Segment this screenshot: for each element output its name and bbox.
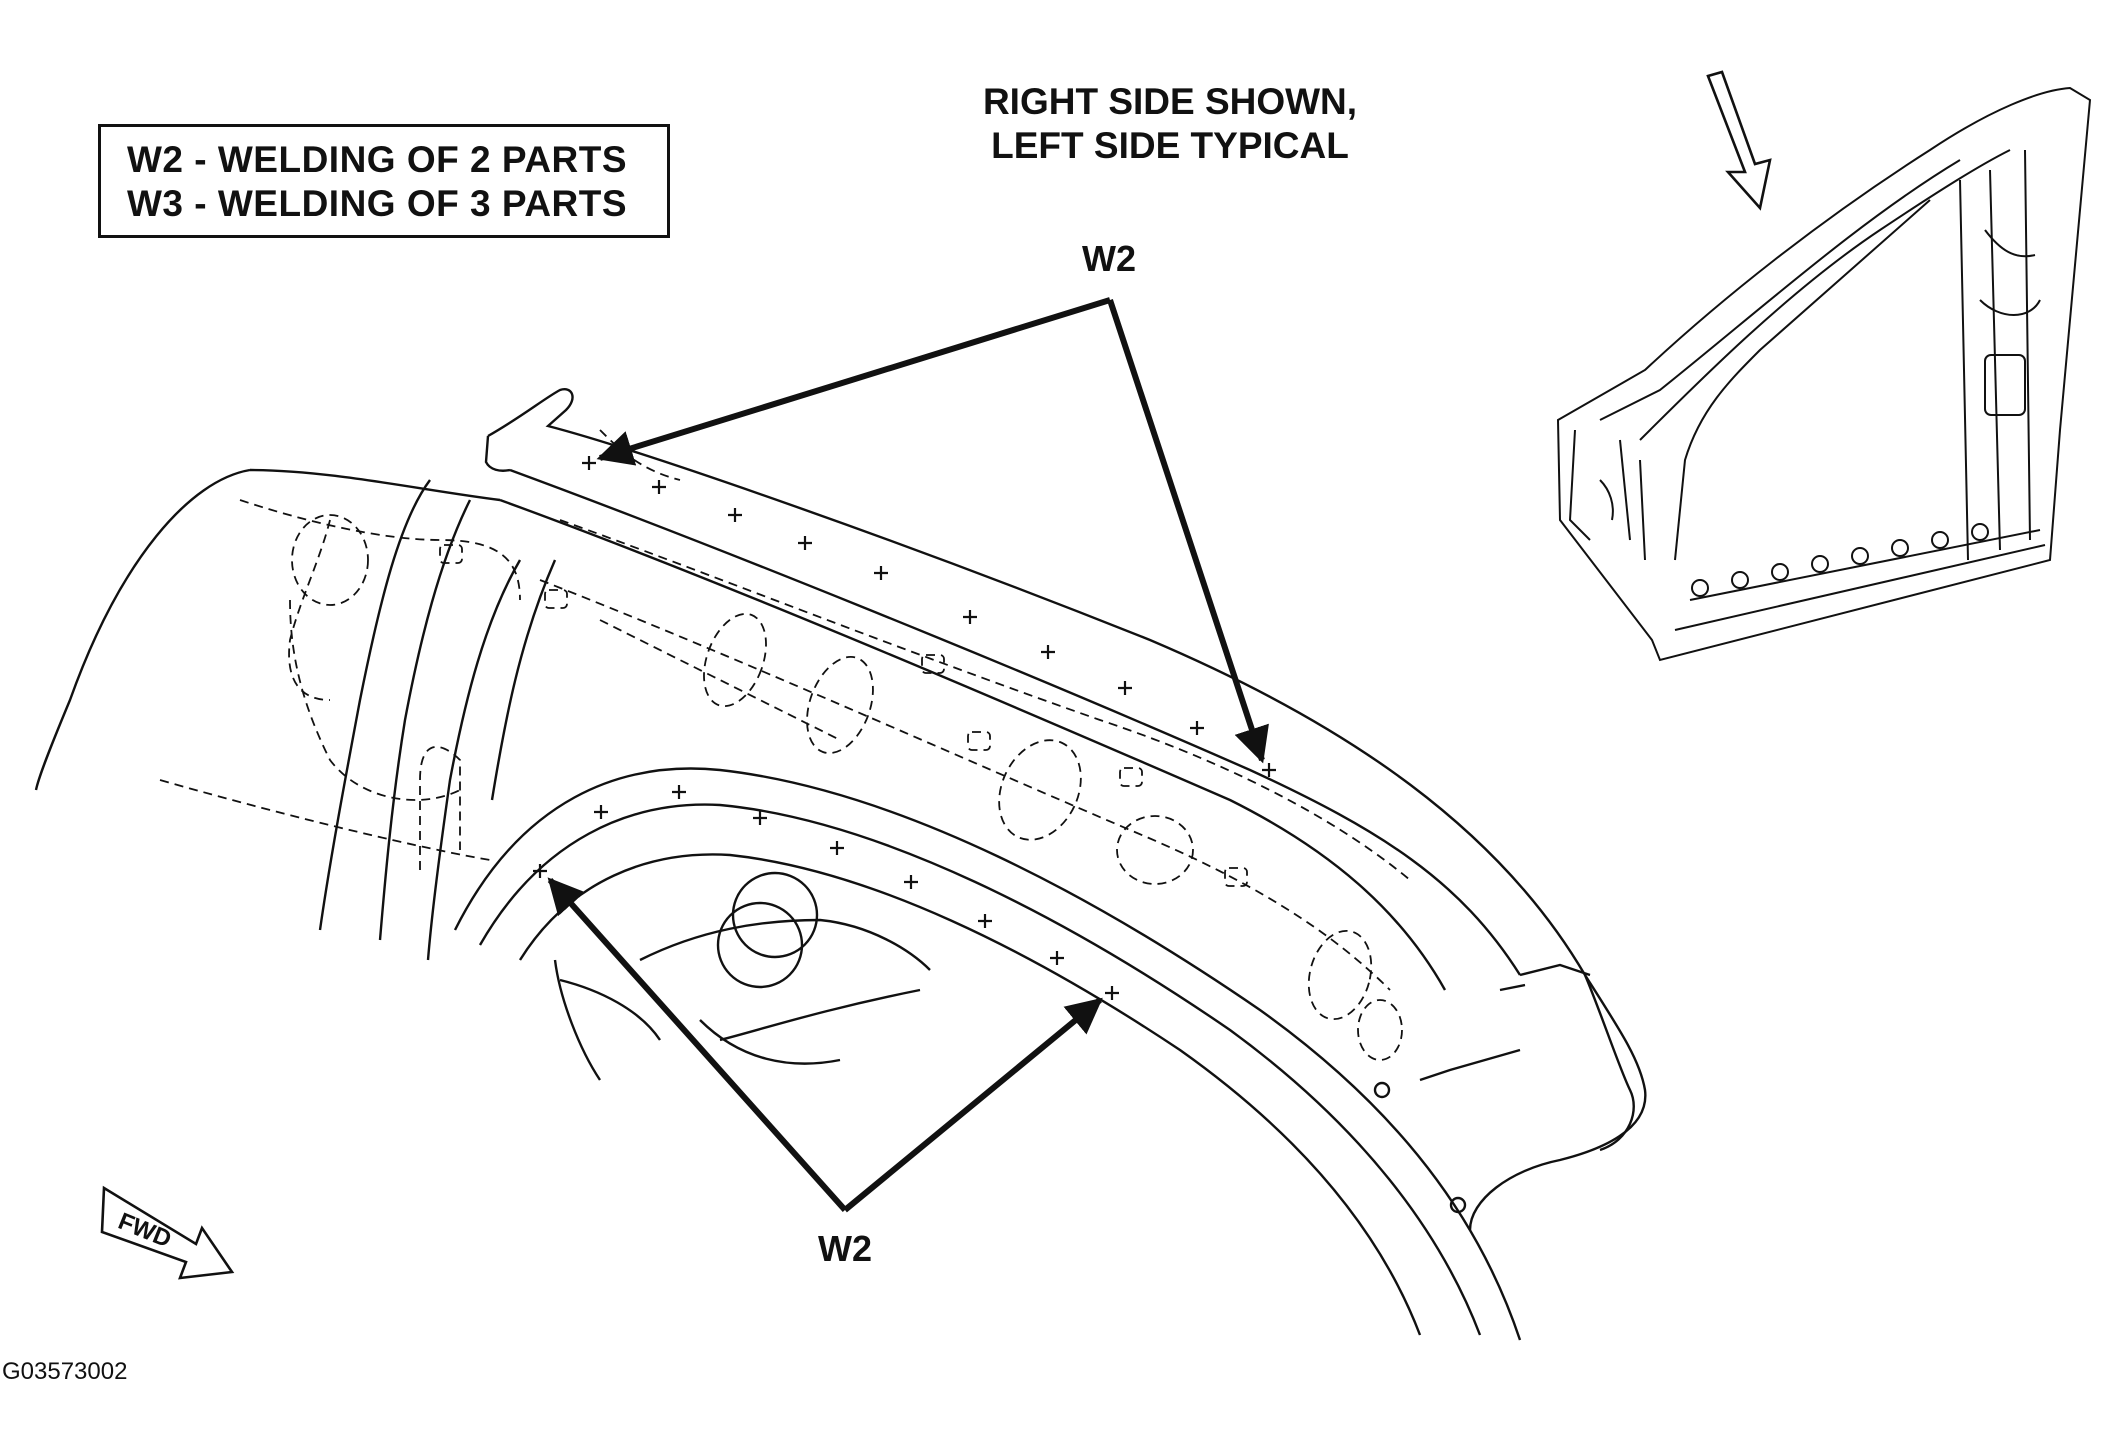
figure-id: G03573002 — [2, 1358, 128, 1385]
view-direction-arrow-icon — [1706, 70, 1772, 211]
weld-legend-box: W2 - WELDING OF 2 PARTS W3 - WELDING OF … — [98, 124, 670, 238]
title-line-2: LEFT SIDE TYPICAL — [991, 125, 1349, 166]
hidden-contour-lines — [159, 429, 1411, 1061]
legend-w3-line: W3 - WELDING OF 3 PARTS — [127, 183, 628, 224]
legend-w2-line: W2 - WELDING OF 2 PARTS — [127, 139, 628, 180]
fwd-arrow-icon: FWD — [100, 1185, 235, 1280]
callout-label-lower: W2 — [818, 1228, 872, 1269]
callout-arrows-upper — [596, 297, 1269, 764]
weld-marks-upper — [582, 456, 1276, 777]
callout-arrows-lower — [547, 877, 1103, 1213]
title-line-1: RIGHT SIDE SHOWN, — [982, 81, 1358, 122]
quarter-panel-outline — [34, 388, 1647, 1341]
body-side-inset — [1556, 86, 2092, 662]
callout-label-upper: W2 — [1082, 238, 1136, 279]
weld-marks-lower — [533, 785, 1119, 1000]
diagram-title: RIGHT SIDE SHOWN, LEFT SIDE TYPICAL — [880, 80, 1460, 168]
